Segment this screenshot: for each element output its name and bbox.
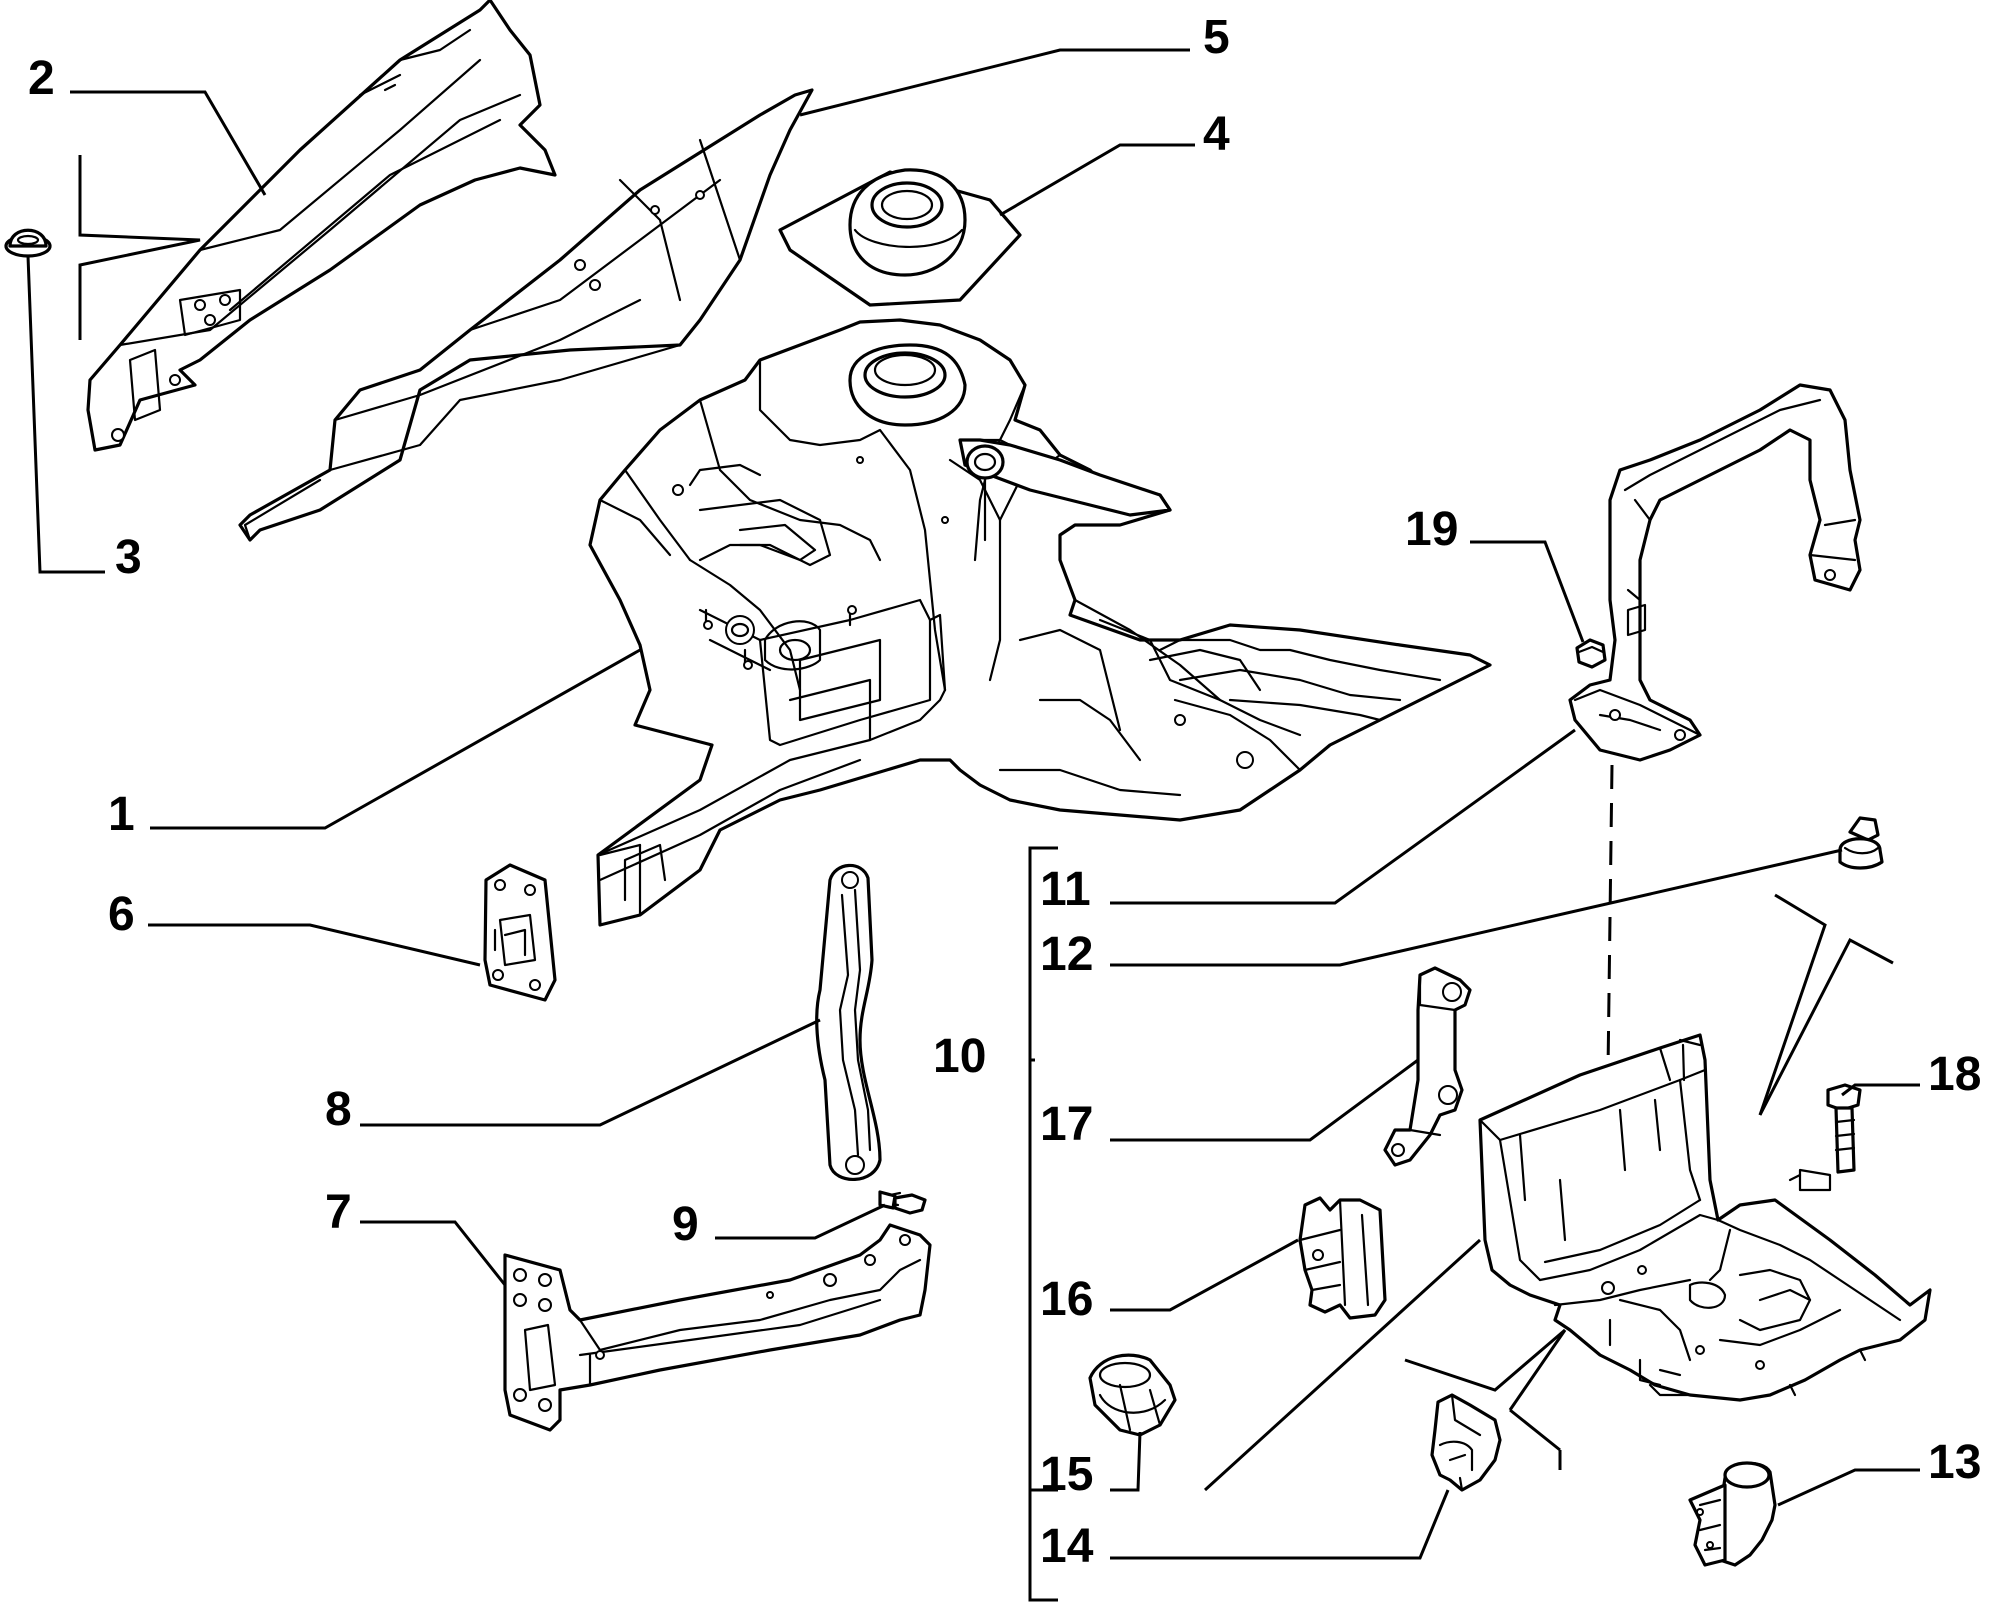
callout-12: 12 [1040,928,1093,981]
part-6-plate[interactable] [483,863,557,1002]
part-19-nut[interactable] [1575,638,1607,669]
part-17-bracket[interactable] [1383,966,1472,1167]
part-14-clip[interactable] [1430,1393,1502,1492]
part-2-front-rail-upper[interactable] [86,0,557,452]
part-3-plug[interactable] [4,228,52,258]
callout-19: 19 [1405,503,1458,556]
callout-14: 14 [1040,1520,1094,1573]
callout-7: 7 [325,1186,352,1239]
callout-4: 4 [1203,108,1230,161]
part-16-holder[interactable] [1298,1196,1387,1320]
part-1-front-body-structure[interactable] [588,318,1492,927]
callout-11: 11 [1040,863,1091,916]
part-10-battery-tray[interactable] [1478,1033,1932,1402]
callout-18: 18 [1928,1048,1981,1101]
callout-17: 17 [1040,1098,1093,1151]
callout-6: 6 [108,888,135,941]
part-13-cover[interactable] [1688,1461,1777,1567]
assembly-centreline [1603,764,1614,1301]
part-12-clip[interactable] [1838,816,1884,870]
callout-16: 16 [1040,1273,1093,1326]
callout-5: 5 [1203,11,1230,64]
callout-15: 15 [1040,1448,1093,1501]
callout-labels: 2 3 4 5 1 6 8 7 9 10 11 12 17 16 15 14 1… [28,11,1981,1573]
part-4-strut-mount-plate[interactable] [778,168,1022,307]
leader-lines [26,48,1920,1602]
callout-8: 8 [325,1083,352,1136]
callout-1: 1 [108,788,135,841]
callout-13: 13 [1928,1436,1981,1489]
callout-10: 10 [933,1030,986,1083]
part-5-wheelhouse-panel[interactable] [238,88,814,542]
callout-9: 9 [672,1198,699,1251]
part-15-clip[interactable] [1088,1353,1177,1437]
part-18-bolt[interactable] [1826,1083,1862,1174]
part-11-battery-hold-down[interactable] [1568,383,1862,762]
part-7-crossmember[interactable] [503,1223,932,1432]
part-9-bolt[interactable] [878,1190,927,1215]
callout-3: 3 [115,531,142,584]
callout-2: 2 [28,52,55,105]
part-8-brace[interactable] [815,863,882,1181]
